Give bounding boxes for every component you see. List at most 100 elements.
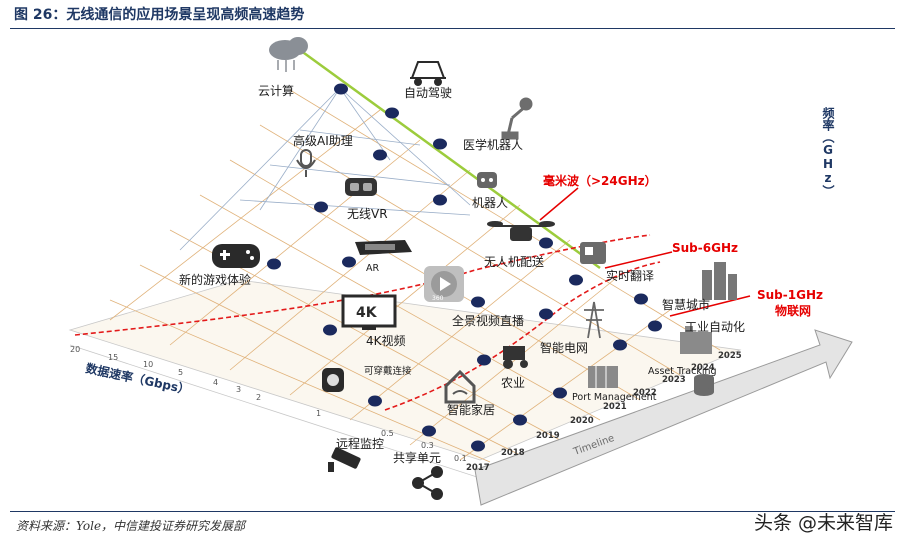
year-label: 2025 [718,351,742,361]
year-label: 2020 [570,416,594,426]
figure-title: 图 26：无线通信的应用场景呈现高频高速趋势 [14,7,305,23]
label-ai-assistant: 高级AI助理 [293,133,353,148]
sub6-pointer [604,251,673,269]
point-port [553,387,567,399]
sub1-band-label: Sub-1GHz [757,288,823,302]
label-robot: 机器人 [472,196,508,210]
data-points [267,83,662,452]
smartwatch-icon [322,368,344,392]
frequency-axis-title: 频率（GHz） [745,106,835,189]
rate-axis-title: 数据速率（Gbps） [84,360,191,397]
svg-text:4K: 4K [356,305,378,321]
label-4k: 4K视频 [366,333,406,348]
frequency-axis-title-text: 频率（GHz） [745,106,835,189]
microphone-icon [296,149,316,177]
container-icon [588,366,618,388]
title-divider [10,28,895,29]
cctv-camera-icon [328,447,361,472]
rate-tick: 0.1 [454,454,467,463]
sub6-band-label: Sub-6GHz [672,241,738,255]
watermark: 头条 @未来智库 [753,512,893,534]
rate-tick: 0.5 [381,429,394,438]
translate-icon [580,242,606,264]
cloud-icon [269,37,308,72]
label-panoramic: 全景视频直播 [452,313,524,328]
point-autodrive [385,107,399,119]
label-remote-monitor: 远程监控 [336,436,384,451]
city-icon [702,262,737,300]
point-gaming [267,258,281,270]
gamepad-icon [212,244,260,268]
rate-tick: 0.3 [421,441,434,450]
point-wearable [368,395,382,407]
source-divider [10,511,895,512]
year-label: 2017 [466,463,490,473]
point-ar [342,256,356,268]
label-grid: 智能电网 [540,340,588,355]
point-robot [433,194,447,206]
label-wearable: 可穿戴连接 [364,365,412,377]
robot-arm-icon [501,97,533,140]
label-asset-tracking: Asset Tracking [648,366,717,377]
label-gaming: 新的游戏体验 [179,272,251,287]
transmission-tower-icon [584,301,604,339]
rate-tick: 3 [236,385,241,394]
point-remote [422,425,436,437]
rate-tick: 5 [178,368,183,377]
point-translation [569,274,583,286]
label-medical-robot: 医学机器人 [463,137,523,152]
point-ai-assistant [373,149,387,161]
point-smart-home [513,414,527,426]
rate-tick: 4 [213,378,218,387]
point-drone [539,237,553,249]
point-grid [539,308,553,320]
mmwave-pointer [539,187,579,221]
year-label: 2018 [501,448,525,458]
year-label: 2022 [633,388,657,398]
share-icon [412,466,443,500]
year-label: 2024 [691,363,715,373]
rate-tick: 2 [256,393,261,402]
point-smart-city [634,293,648,305]
rate-tick: 1 [316,409,321,418]
point-asset [613,339,627,351]
rate-tick: 10 [143,360,153,369]
drone-icon [487,221,555,241]
year-label: 2021 [603,402,627,412]
rate-ticks: 20 15 10 5 4 3 2 1 0.5 0.3 0.1 [70,345,467,463]
timeline-arrow [474,329,853,506]
rate-tick: 15 [108,353,118,362]
point-cloud [334,83,348,95]
label-industrial: 工业自动化 [685,320,745,334]
vr-headset-icon [345,178,377,196]
icon-360-text: 360 [432,295,444,302]
play-360-icon: 360 [424,266,464,302]
mmwave-line [292,43,601,270]
point-vr [314,201,328,213]
point-medical [433,138,447,150]
factory-icon [680,326,712,354]
car-icon [410,61,446,86]
monitor-4k-icon: 4K [341,294,397,330]
tractor-icon [503,346,528,369]
point-sharing [471,440,485,452]
source-note: 资料来源：Yole，中信建投证券研究发展部 [16,519,246,533]
point-industrial [648,320,662,332]
blue-grid [179,87,471,251]
base-plane [68,279,742,461]
ar-glasses-icon [355,240,412,255]
label-smart-city: 智慧城市 [662,297,710,312]
year-labels: 2017 2018 2019 2020 2021 2022 2023 2024 … [466,351,742,473]
application-labels: 云计算 自动驾驶 高级AI助理 医学机器人 机器人 无线VR AR 无人机配送 … [179,83,745,465]
label-sharing: 共享单元 [393,450,441,465]
label-autodrive: 自动驾驶 [404,85,452,100]
label-ar: AR [366,263,379,274]
year-label: 2019 [536,431,560,441]
mmwave-band-label: 毫米波（>24GHz） [543,173,657,188]
point-agriculture [477,354,491,366]
point-panoramic [471,296,485,308]
smart-home-icon [444,369,476,404]
label-agriculture: 农业 [501,376,525,390]
label-drone: 无人机配送 [484,254,544,269]
